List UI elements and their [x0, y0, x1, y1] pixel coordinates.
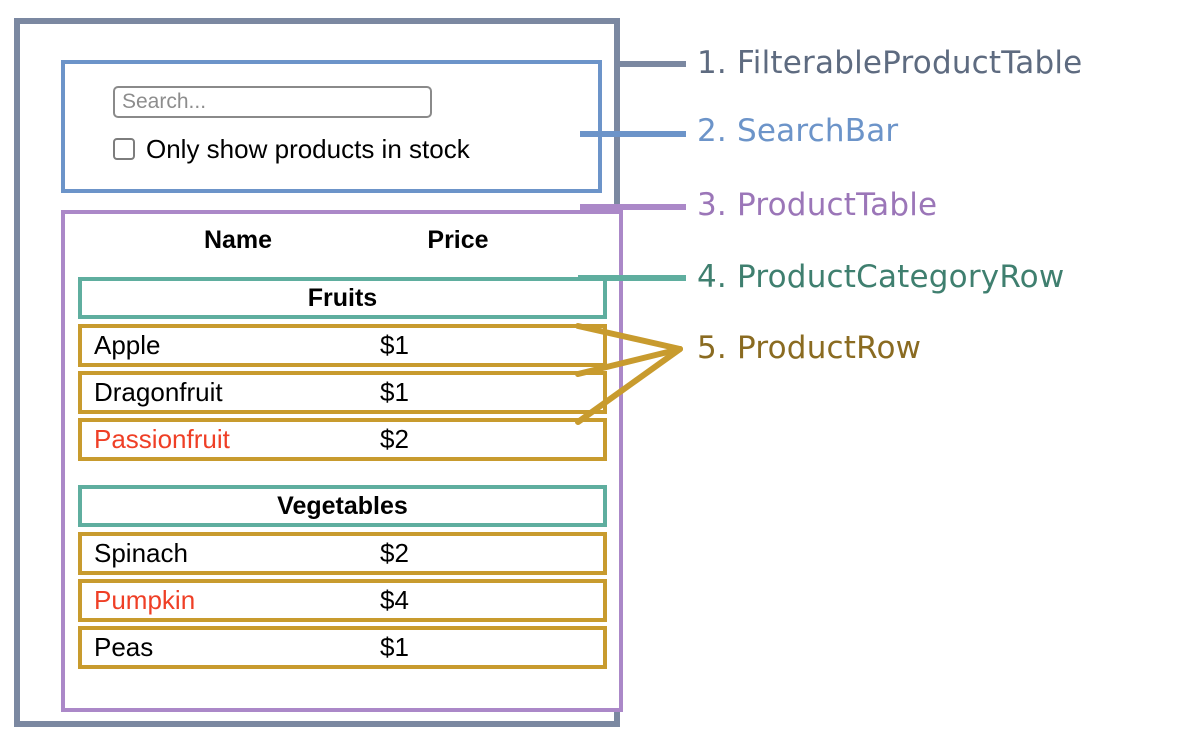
product-name: Spinach	[94, 538, 188, 568]
product-name: Apple	[94, 330, 161, 360]
column-header-price: Price	[427, 226, 489, 254]
product-price: $1	[380, 330, 409, 360]
product-price: $4	[380, 585, 409, 615]
stock-filter-row[interactable]: Only show products in stock	[113, 136, 470, 162]
column-header-name: Name	[203, 226, 273, 254]
checkbox-unchecked-icon[interactable]	[113, 138, 135, 160]
product-row[interactable]: Apple $1	[78, 324, 607, 367]
annotation-label-filterable-product-table: 1. FilterableProductTable	[697, 45, 1083, 81]
search-bar: Only show products in stock	[61, 60, 602, 193]
search-input[interactable]	[113, 86, 432, 118]
product-name: Dragonfruit	[94, 377, 223, 407]
group-separator	[78, 465, 607, 485]
product-name: Peas	[94, 632, 154, 662]
product-price: $2	[380, 424, 409, 454]
product-table: Name Price Fruits Apple $1 Dragonfruit $…	[61, 210, 623, 712]
product-row[interactable]: Pumpkin $4	[78, 579, 607, 622]
product-row[interactable]: Spinach $2	[78, 532, 607, 575]
annotation-label-product-table: 3. ProductTable	[697, 187, 938, 223]
product-category-label: Fruits	[307, 284, 378, 312]
product-category-row: Fruits	[78, 277, 607, 319]
product-row[interactable]: Dragonfruit $1	[78, 371, 607, 414]
product-table-body: Fruits Apple $1 Dragonfruit $1 Passionfr…	[78, 277, 607, 673]
product-price: $1	[380, 632, 409, 662]
product-table-header-row: Name Price	[78, 220, 599, 260]
product-row[interactable]: Passionfruit $2	[78, 418, 607, 461]
product-row[interactable]: Peas $1	[78, 626, 607, 669]
product-category-label: Vegetables	[277, 492, 408, 520]
product-name: Pumpkin	[94, 585, 196, 615]
filterable-product-table-frame: Only show products in stock Name Price F…	[14, 18, 623, 727]
stock-filter-label: Only show products in stock	[146, 134, 470, 164]
product-category-row: Vegetables	[78, 485, 607, 527]
annotation-label-product-category-row: 4. ProductCategoryRow	[697, 259, 1065, 295]
product-name: Passionfruit	[94, 424, 230, 454]
annotation-label-product-row: 5. ProductRow	[697, 330, 922, 366]
annotation-label-search-bar: 2. SearchBar	[697, 113, 899, 149]
product-price: $2	[380, 538, 409, 568]
product-price: $1	[380, 377, 409, 407]
